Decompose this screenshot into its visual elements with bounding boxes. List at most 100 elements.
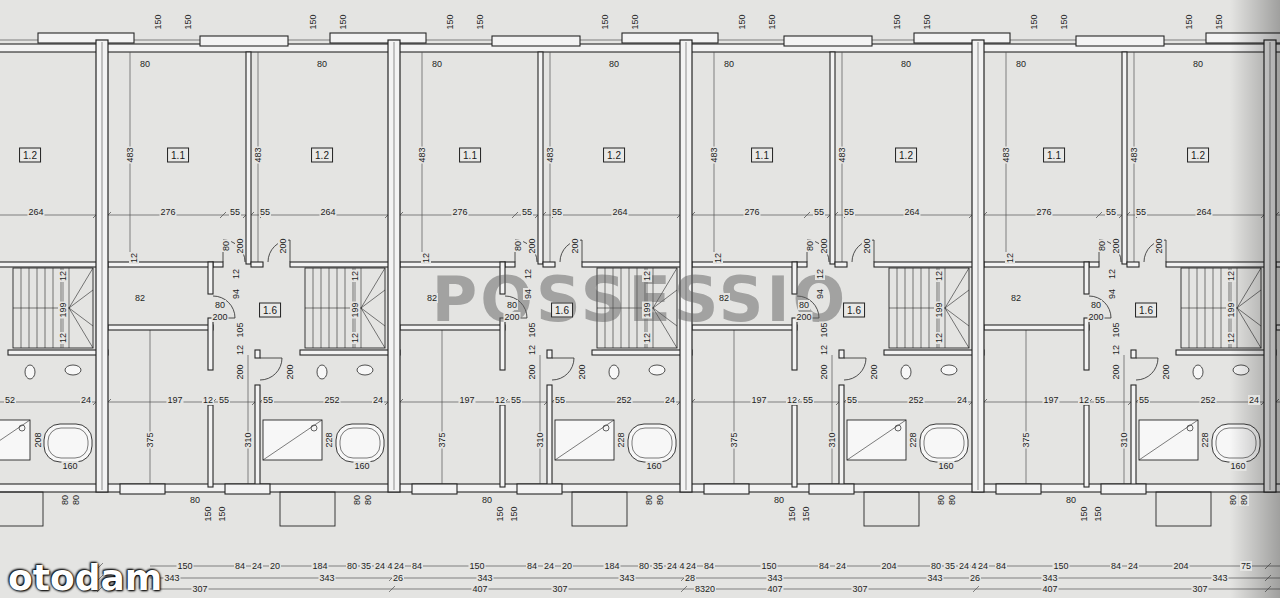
dimension-tick	[681, 586, 687, 592]
dimension-text: 80	[431, 59, 443, 69]
dimension-tick	[389, 586, 395, 592]
dimension-text: 184	[603, 561, 620, 571]
dimension-text: 307	[1191, 584, 1208, 594]
dimension-text: 264	[27, 207, 44, 217]
dimension-text: 12	[934, 332, 944, 344]
dimension-text: 150	[630, 13, 640, 30]
stair-winder	[945, 308, 969, 348]
dimension-text: 12	[58, 332, 68, 344]
room-number: 1.2	[603, 148, 625, 163]
dimension-text: 12	[1078, 395, 1090, 405]
dimension-text: 26	[392, 573, 404, 583]
wall	[704, 484, 749, 494]
dimension-text: 200	[795, 312, 812, 322]
dimension-text: 12	[129, 252, 139, 264]
dimension-text: 228	[908, 431, 918, 448]
wall	[1127, 262, 1139, 267]
dimension-text: 200	[235, 237, 245, 254]
dimension-text: 80	[1192, 59, 1204, 69]
dimension-text: 150	[475, 13, 485, 30]
room-number-text: 1.6	[263, 305, 277, 316]
dimension-text: 24	[372, 395, 384, 405]
dimension-text: 80	[644, 494, 654, 506]
door-swing	[260, 358, 282, 380]
dimension-text: 24	[664, 395, 676, 405]
dimension-text: 80	[481, 495, 493, 505]
dimension-text: 160	[61, 461, 78, 471]
wall	[120, 484, 165, 494]
bathtub	[336, 424, 384, 462]
dimension-line	[540, 355, 541, 484]
entrance-porch	[0, 492, 43, 526]
room-number-text: 1.2	[607, 150, 621, 161]
shower-tray	[555, 420, 614, 460]
dimension-text: 310	[243, 431, 253, 448]
dimension-text: 150	[153, 13, 163, 30]
dimension-text: 483	[1001, 146, 1011, 163]
dimension-text: 82	[426, 293, 438, 303]
dimension-text: 105	[1111, 321, 1121, 338]
dimension-text: 20	[269, 561, 281, 571]
dimension-text: 12	[494, 395, 506, 405]
dimension-text: 84	[526, 561, 538, 571]
party-wall	[978, 42, 979, 490]
party-wall	[96, 40, 108, 492]
dimension-text: 94	[231, 288, 241, 300]
toilet	[901, 365, 911, 379]
dimension-text: 12	[350, 332, 360, 344]
dimension-text: 276	[451, 207, 468, 217]
wall	[208, 318, 213, 370]
room-number-text: 1.2	[315, 150, 329, 161]
dimension-text: 80	[346, 561, 358, 571]
dimension-text: 82	[1010, 293, 1022, 303]
dimension-text: 80	[71, 494, 81, 506]
wall	[830, 52, 835, 264]
wall	[547, 385, 552, 485]
dimension-text: 150	[1029, 13, 1039, 30]
dimension-text: 55	[229, 207, 241, 217]
dimension-text: 84	[1110, 561, 1122, 571]
dimension-text: 343	[163, 573, 180, 583]
dimension-text: 200	[278, 237, 288, 254]
shower-drain	[603, 425, 609, 431]
room-number-text: 1.2	[1191, 150, 1205, 161]
dimension-text: 200	[1111, 363, 1121, 380]
dimension-text: 80	[189, 495, 201, 505]
dimension-text: 12	[934, 270, 944, 282]
room-number-text: 1.6	[555, 305, 569, 316]
room-number-text: 1.2	[899, 150, 913, 161]
room-number-text: 1.6	[847, 305, 861, 316]
bathtub	[632, 428, 672, 458]
wall	[547, 350, 552, 358]
dimension-text: 264	[1195, 207, 1212, 217]
dimension-text: 197	[750, 395, 767, 405]
room-number: 1.1	[751, 148, 773, 163]
dimension-text: 483	[417, 146, 427, 163]
wall	[492, 36, 580, 46]
dimension-text: 24	[543, 561, 555, 571]
dimension-text: 150	[217, 505, 227, 522]
dimension-text: 199	[350, 301, 360, 318]
dimension-text: 55	[1105, 207, 1117, 217]
wall	[792, 405, 797, 487]
dimension-text: 80	[638, 561, 650, 571]
dimension-text: 228	[1200, 431, 1210, 448]
stair-winder	[361, 268, 385, 308]
dimension-text: 94	[523, 288, 533, 300]
wall	[984, 325, 1089, 330]
room-number-text: 1.1	[1047, 150, 1061, 161]
dimension-line	[1124, 355, 1125, 484]
dimension-text: 24	[835, 561, 847, 571]
dimension-text: 84	[995, 561, 1007, 571]
party-wall	[680, 40, 692, 492]
wall	[1089, 262, 1099, 267]
dimension-text: 264	[319, 207, 336, 217]
dimension-text: 80	[798, 300, 810, 310]
wall	[246, 52, 251, 264]
dimension-text: 483	[837, 146, 847, 163]
wall	[622, 33, 718, 43]
wall	[0, 262, 108, 267]
dimension-text: 200	[285, 363, 295, 380]
dimension-text: 24	[958, 561, 970, 571]
dimension-text: 150	[801, 505, 811, 522]
